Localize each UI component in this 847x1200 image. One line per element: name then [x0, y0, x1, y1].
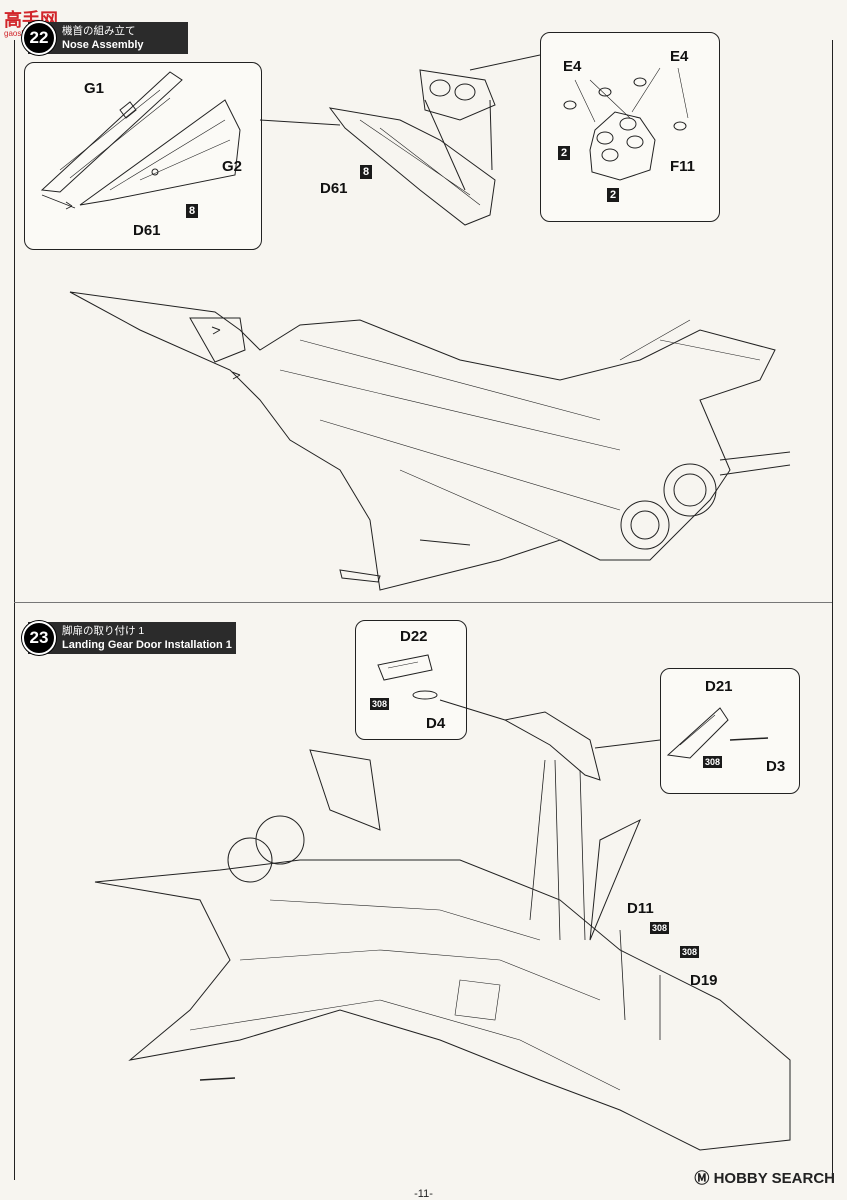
step-22-title-en: Nose Assembly [62, 39, 144, 51]
door-d22-drawing [377, 654, 438, 700]
label-d21: D21 [705, 678, 733, 695]
label-f11: F11 [670, 158, 696, 175]
tag-2-left: 2 [558, 146, 571, 160]
door-callout-left [355, 620, 467, 740]
page-border-left [14, 40, 15, 1180]
nose-part-g2-drawing [79, 99, 241, 206]
tag-308-d19: 308 [680, 946, 700, 958]
step-23-number: 23 [22, 621, 56, 655]
step-22-header: 22 機首の組み立て Nose Assembly [22, 21, 188, 55]
label-d19: D19 [690, 972, 718, 989]
step-23-header: 23 脚扉の取り付け 1 Landing Gear Door Installat… [22, 621, 236, 655]
page-border-right [832, 40, 833, 1180]
tag-8-callout: 8 [186, 204, 199, 218]
nose-cone-center-drawing [328, 69, 496, 226]
label-g2: G2 [222, 158, 243, 175]
tag-2-bottom: 2 [607, 188, 620, 202]
hobby-search-watermark: Ⓜ HOBBY SEARCH [694, 1170, 835, 1187]
tag-308-d11: 308 [650, 922, 670, 934]
step-22-number: 22 [22, 21, 56, 55]
label-g1: G1 [84, 80, 105, 97]
step-23-title-jp: 脚扉の取り付け 1 [62, 625, 145, 637]
nose-part-g1-drawing [40, 71, 183, 193]
label-d4: D4 [426, 715, 446, 732]
page-number: -11- [414, 1188, 433, 1200]
aircraft-step22-drawing [69, 291, 791, 591]
label-d22: D22 [400, 628, 428, 645]
label-d11: D11 [627, 900, 654, 917]
label-e4-left: E4 [563, 58, 582, 75]
tag-308-right: 308 [703, 756, 723, 768]
intake-part-drawing [563, 67, 689, 181]
door-callout-right [660, 668, 800, 794]
aircraft-step23-drawing [94, 711, 791, 1151]
label-e4-right: E4 [670, 48, 689, 65]
label-d3: D3 [766, 758, 786, 775]
intake-parts-callout [540, 32, 720, 222]
label-d61-callout: D61 [133, 222, 161, 239]
label-d61-center: D61 [320, 180, 348, 197]
door-d21-drawing [666, 707, 769, 759]
step-23-title-en: Landing Gear Door Installation 1 [62, 639, 232, 651]
tag-8-center: 8 [360, 165, 373, 179]
step-22-title-jp: 機首の組み立て [62, 25, 136, 37]
step-divider [14, 602, 832, 603]
nose-parts-callout [24, 62, 262, 250]
tag-308-left: 308 [370, 698, 390, 710]
